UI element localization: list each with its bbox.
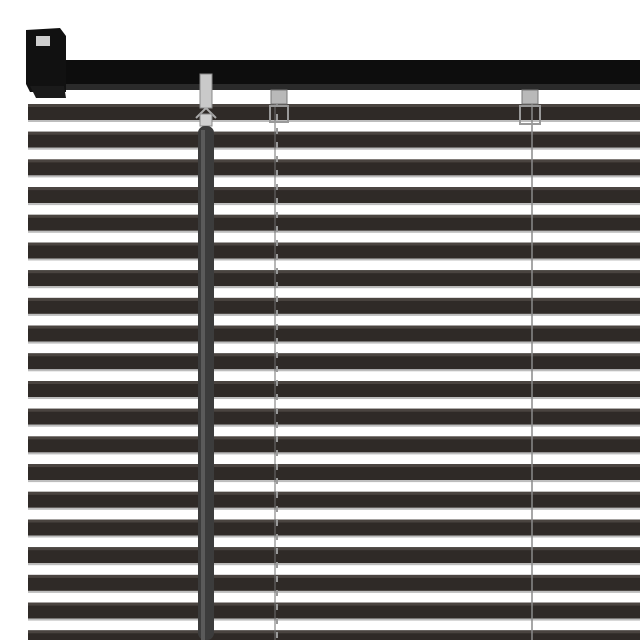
slat-shadow <box>28 147 640 150</box>
slat-highlight <box>28 353 640 357</box>
slat <box>28 436 640 453</box>
slat-shadow <box>28 258 640 261</box>
slat-highlight <box>28 547 640 551</box>
slat-highlight <box>28 131 640 135</box>
slat-shadow <box>28 563 640 566</box>
slat-highlight <box>28 602 640 606</box>
headrail <box>26 28 640 98</box>
slat <box>28 574 640 591</box>
slat <box>28 159 640 176</box>
slat-highlight <box>28 104 640 107</box>
slat-highlight <box>28 325 640 329</box>
slat <box>28 630 640 640</box>
slat <box>28 464 640 481</box>
slat-highlight <box>28 574 640 578</box>
slat-shadow <box>28 175 640 178</box>
slat <box>28 408 640 425</box>
slat <box>28 187 640 204</box>
slat-shadow <box>28 480 640 483</box>
slat-shadow <box>28 203 640 206</box>
slat-shadow <box>28 618 640 621</box>
slat-shadow <box>28 590 640 593</box>
slat-shadow <box>28 535 640 538</box>
slat-highlight <box>28 491 640 495</box>
slat-shadow <box>28 424 640 427</box>
slat <box>28 547 640 564</box>
slat <box>28 353 640 370</box>
slat-highlight <box>28 242 640 246</box>
slat-shadow <box>28 313 640 316</box>
slat-shadow <box>28 120 640 122</box>
slat-shadow <box>28 286 640 289</box>
slat <box>28 297 640 314</box>
slat <box>28 602 640 619</box>
slat-highlight <box>28 270 640 274</box>
ladder-cords <box>274 100 533 640</box>
slat <box>28 131 640 148</box>
slat-shadow <box>28 507 640 510</box>
slat-shadow <box>28 230 640 233</box>
slat <box>28 491 640 508</box>
slat-highlight <box>28 630 640 634</box>
slat <box>28 242 640 259</box>
slat-highlight <box>28 408 640 412</box>
slat-highlight <box>28 214 640 218</box>
slat <box>28 270 640 287</box>
slat-shadow <box>28 369 640 372</box>
slat-shadow <box>28 452 640 455</box>
slats-group <box>28 104 640 640</box>
slat <box>28 325 640 342</box>
slat-highlight <box>28 436 640 440</box>
slat-shadow <box>28 397 640 399</box>
headrail-clips <box>269 89 541 125</box>
slat-highlight <box>28 381 640 384</box>
slat <box>28 381 640 397</box>
tilt-wand[interactable] <box>195 73 217 640</box>
slat-highlight <box>28 159 640 163</box>
slat-highlight <box>28 297 640 301</box>
slat-shadow <box>28 341 640 344</box>
slat <box>28 519 640 536</box>
slat <box>28 104 640 120</box>
slat-highlight <box>28 519 640 523</box>
slat-highlight <box>28 464 640 468</box>
slat <box>28 214 640 231</box>
slat-highlight <box>28 187 640 191</box>
